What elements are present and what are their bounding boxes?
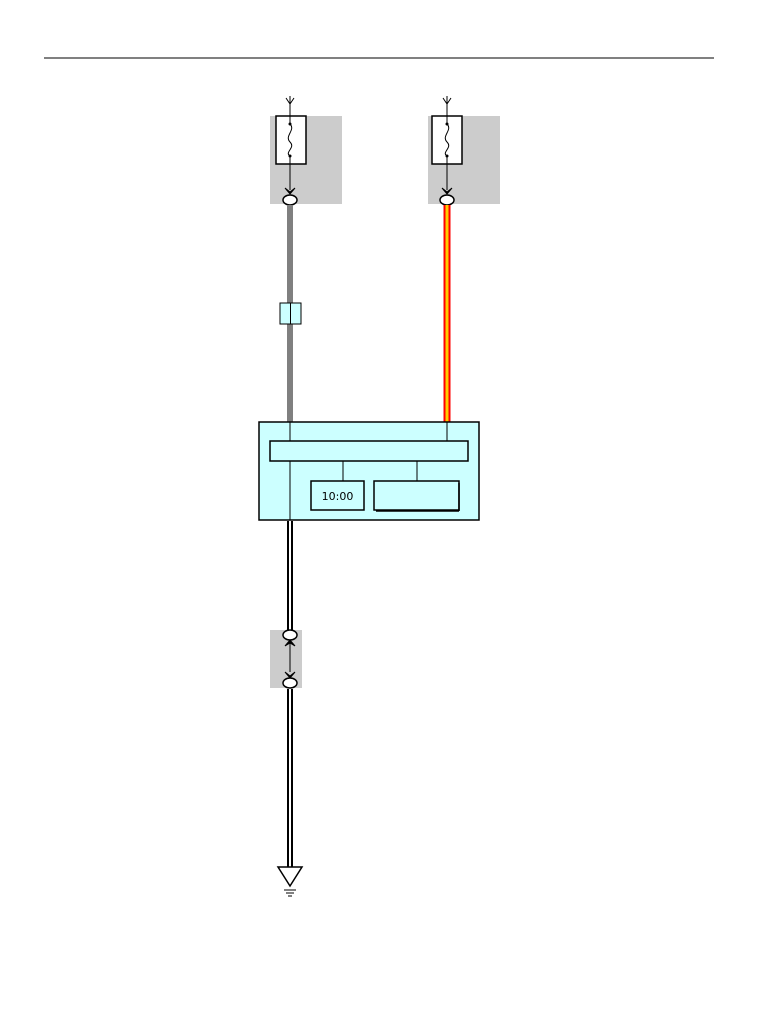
fuse-block-left <box>270 96 342 206</box>
wire-ground-lower <box>287 689 293 867</box>
connector-icon <box>282 629 298 641</box>
control-unit: 10:00 <box>258 421 480 521</box>
supply-arrow-left-icon <box>285 97 295 105</box>
connector-icon <box>282 194 298 206</box>
ground-icon <box>276 866 304 897</box>
terminal-arrow-icon <box>284 671 296 679</box>
secondary-display <box>373 480 460 511</box>
clock-display <box>310 480 365 511</box>
fuse-block-right <box>428 96 500 206</box>
connector-block-mid <box>270 629 302 689</box>
terminal-arrow-right-icon <box>441 187 453 195</box>
inline-connector-icon <box>279 302 302 325</box>
clock-display-text: 10:00 <box>322 490 354 503</box>
connector-icon <box>439 194 455 206</box>
supply-arrow-right-icon <box>442 97 452 105</box>
wire-ground-upper <box>287 521 293 631</box>
terminal-arrow-left-icon <box>284 187 296 195</box>
fuse-icon <box>275 115 307 165</box>
connector-icon <box>282 677 298 689</box>
internal-bus <box>269 440 469 462</box>
fuse-icon <box>431 115 463 165</box>
wire-right-red-yellow <box>443 205 451 423</box>
